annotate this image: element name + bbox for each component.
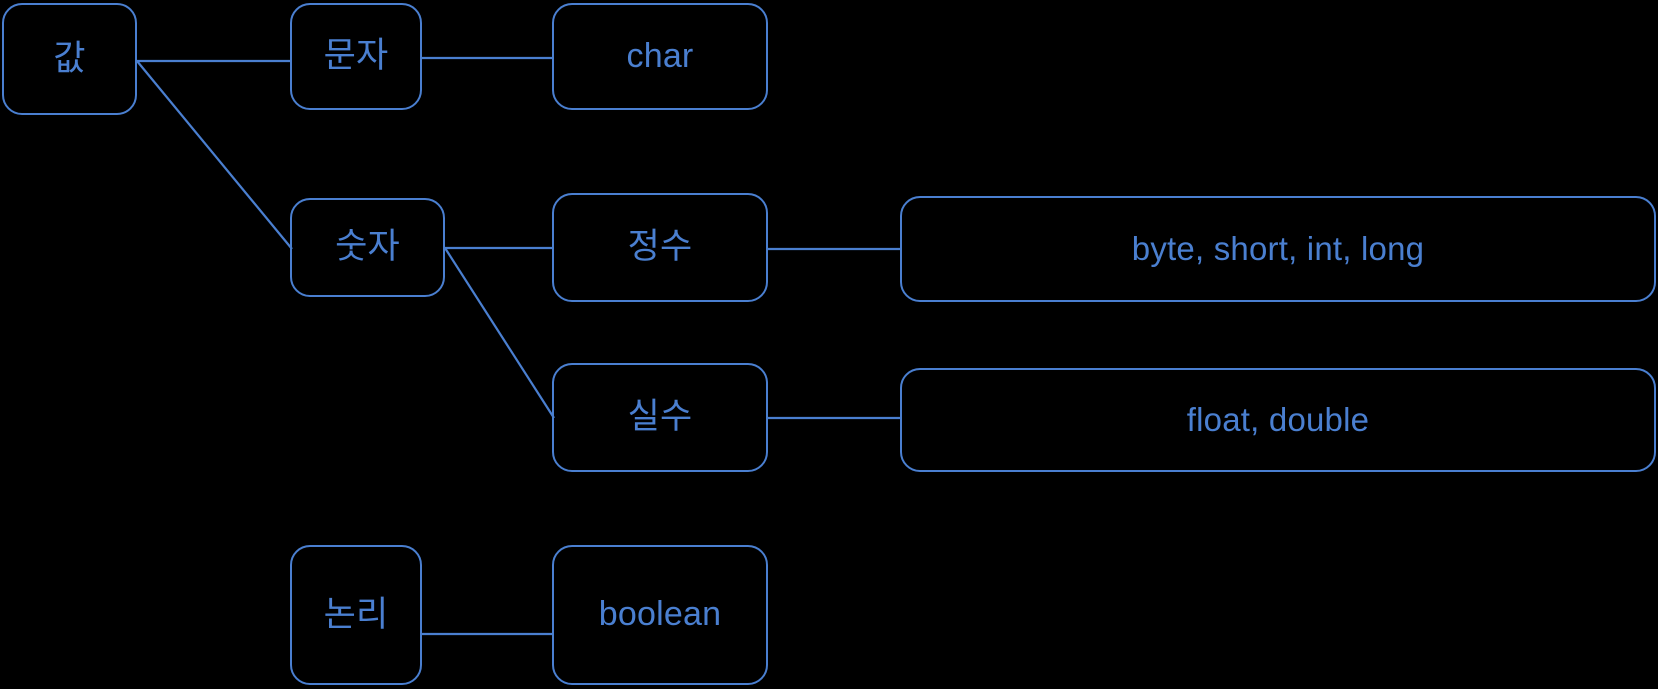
node-integer[interactable]: 정수	[552, 193, 768, 302]
node-real[interactable]: 실수	[552, 363, 768, 472]
node-label-char: char	[626, 36, 694, 75]
edges-group	[136, 56, 900, 636]
node-reallist[interactable]: float, double	[900, 368, 1656, 472]
node-label-intlist: byte, short, int, long	[1131, 229, 1425, 267]
node-label-value: 값	[53, 38, 86, 78]
node-label-char_kr: 문자	[323, 36, 389, 76]
node-value[interactable]: 값	[2, 3, 137, 115]
node-label-reallist: float, double	[1186, 400, 1370, 438]
node-label-number: 숫자	[335, 227, 400, 267]
connector-number-to-real	[444, 247, 555, 419]
node-char_kr[interactable]: 문자	[290, 3, 422, 110]
node-logic[interactable]: 논리	[290, 545, 422, 685]
node-label-logic: 논리	[323, 594, 389, 634]
node-number[interactable]: 숫자	[290, 198, 445, 297]
node-label-boolean: boolean	[598, 595, 722, 634]
connector-value-to-number	[136, 60, 293, 250]
node-boolean[interactable]: boolean	[552, 545, 768, 685]
node-intlist[interactable]: byte, short, int, long	[900, 196, 1656, 302]
node-label-integer: 정수	[627, 227, 693, 267]
node-char[interactable]: char	[552, 3, 768, 110]
node-label-real: 실수	[627, 397, 693, 437]
